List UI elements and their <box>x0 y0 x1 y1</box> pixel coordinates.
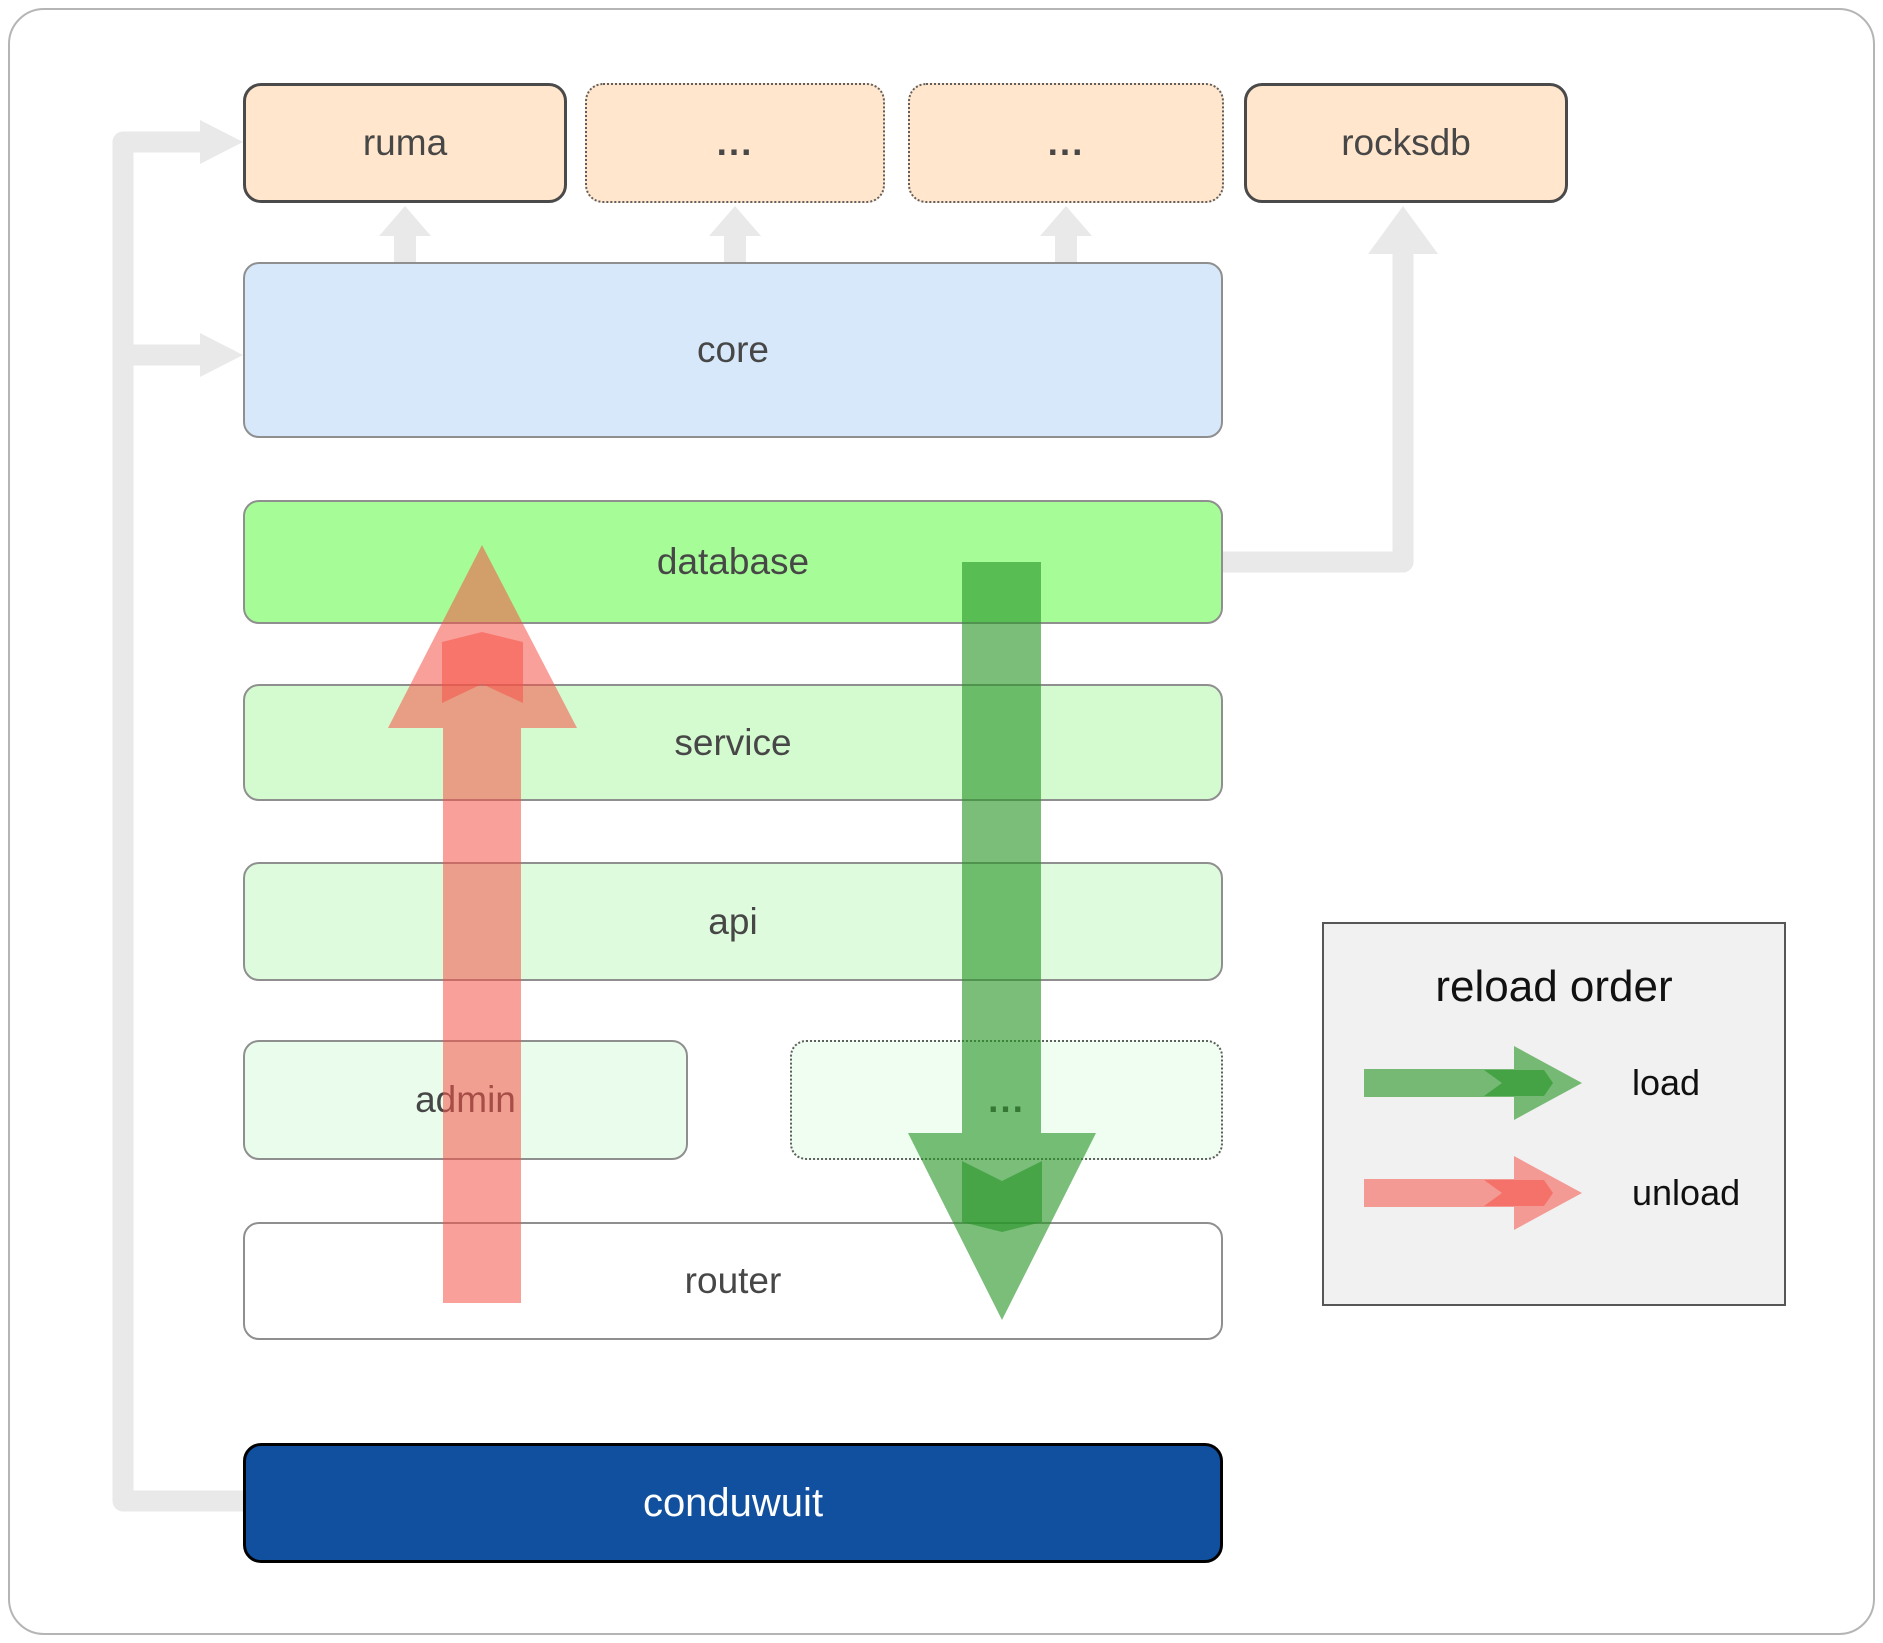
box-ellipsis-2-label: ... <box>1047 122 1085 163</box>
box-conduwuit-label: conduwuit <box>642 1480 824 1525</box>
legend-load-arrow-inner-marker <box>1484 1070 1553 1096</box>
box-ellipsis-2[interactable]: ... <box>908 83 1224 203</box>
legend-load-arrow-outer <box>1364 1046 1582 1120</box>
box-api[interactable]: api <box>243 862 1223 981</box>
box-router[interactable]: router <box>243 1222 1223 1340</box>
legend: reload order load unload <box>1322 922 1786 1306</box>
box-core-label: core <box>697 329 769 370</box>
box-database-label: database <box>656 541 810 582</box>
box-ellipsis-1[interactable]: ... <box>585 83 885 203</box>
box-service-label: service <box>674 721 792 763</box>
box-core[interactable]: core <box>243 262 1223 438</box>
box-admin-ellipsis[interactable]: ... <box>790 1040 1223 1160</box>
box-ellipsis-1-label: ... <box>716 122 754 163</box>
box-api-label: api <box>708 900 758 942</box>
legend-title: reload order <box>1435 962 1673 1011</box>
box-rocksdb-label: rocksdb <box>1341 122 1471 163</box>
box-service[interactable]: service <box>243 684 1223 801</box>
box-database[interactable]: database <box>243 500 1223 624</box>
legend-load-arrow <box>1364 1046 1582 1120</box>
outer-frame <box>8 8 1875 1635</box>
box-conduwuit[interactable]: conduwuit <box>243 1443 1223 1563</box>
box-ruma-label: ruma <box>362 122 448 163</box>
legend-label-load: load <box>1632 1062 1701 1103</box>
box-admin-ellipsis-label: ... <box>988 1079 1025 1120</box>
box-ruma[interactable]: ruma <box>243 83 567 203</box>
legend-unload-arrow-outer <box>1364 1156 1582 1230</box>
box-admin[interactable]: admin <box>243 1040 688 1160</box>
box-router-label: router <box>684 1260 782 1301</box>
box-rocksdb[interactable]: rocksdb <box>1244 83 1568 203</box>
legend-unload-arrow-inner-marker <box>1484 1180 1553 1206</box>
legend-label-unload: unload <box>1632 1172 1741 1213</box>
box-admin-label: admin <box>415 1079 516 1120</box>
legend-unload-arrow <box>1364 1156 1582 1230</box>
